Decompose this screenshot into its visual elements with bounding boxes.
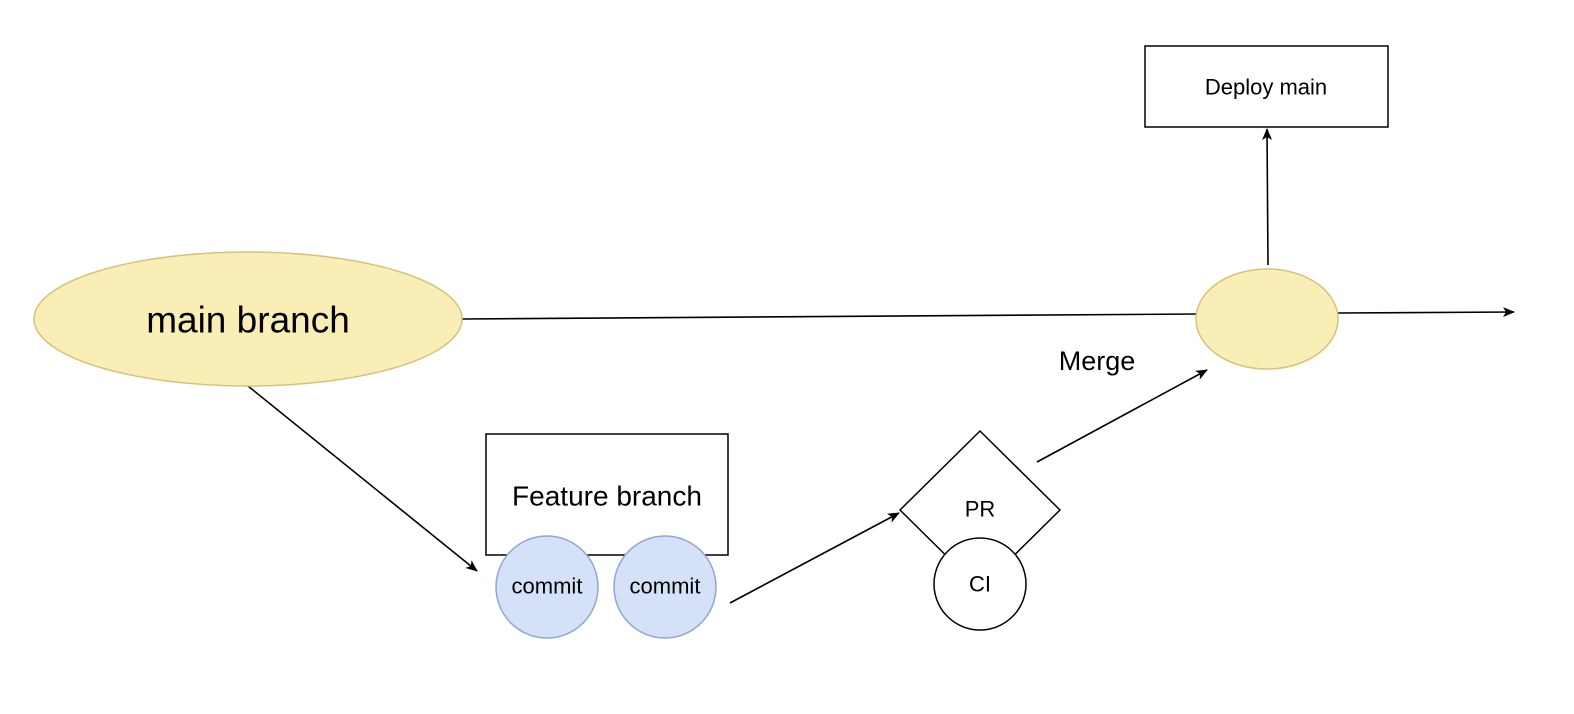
edge-main-to-feature bbox=[247, 385, 478, 572]
ci-shape bbox=[933, 537, 1027, 631]
main-branch-shape bbox=[33, 251, 463, 387]
feature-branch-node[interactable]: Feature branch bbox=[485, 433, 729, 556]
deploy-main-node[interactable]: Deploy main bbox=[1144, 45, 1389, 128]
main-branch-node[interactable]: main branch bbox=[33, 251, 463, 387]
merge-edge-label: Merge bbox=[1059, 346, 1136, 376]
ci-label: CI bbox=[969, 572, 991, 597]
ci-node[interactable]: CI bbox=[933, 537, 1027, 631]
commit-2-label: commit bbox=[630, 574, 701, 599]
feature-branch-shape bbox=[485, 433, 729, 556]
main-branch-timeline bbox=[461, 313, 1199, 320]
deploy-main-shape bbox=[1144, 45, 1389, 128]
merge-node-shape bbox=[1195, 268, 1339, 370]
pr-node[interactable]: PR bbox=[898, 429, 1062, 591]
feature-branch-label: Feature branch bbox=[512, 481, 702, 512]
merge-node[interactable] bbox=[1195, 268, 1339, 370]
commit-node-2[interactable]: commit bbox=[613, 535, 717, 639]
deploy-main-label: Deploy main bbox=[1205, 75, 1327, 100]
commit-node-1[interactable]: commit bbox=[495, 535, 599, 639]
edge-merge-to-deploy bbox=[1262, 128, 1273, 266]
commit-1-label: commit bbox=[512, 574, 583, 599]
commit-1-shape bbox=[495, 535, 599, 639]
main-branch-label: main branch bbox=[146, 300, 350, 341]
edge-commits-to-pr bbox=[729, 512, 900, 604]
main-branch-timeline-continuation bbox=[1337, 307, 1515, 318]
edge-pr-to-merge bbox=[1036, 369, 1208, 463]
commit-2-shape bbox=[613, 535, 717, 639]
pr-label: PR bbox=[965, 497, 996, 522]
